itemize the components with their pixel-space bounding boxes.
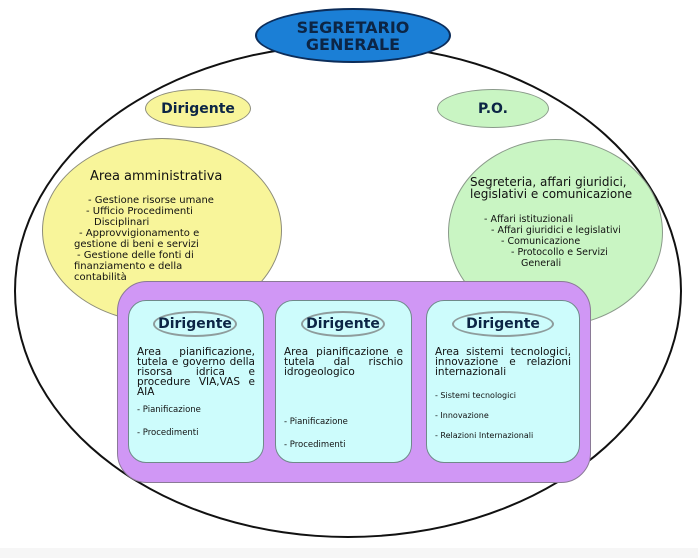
- area-item: - Comunicazione: [501, 236, 581, 247]
- po-node: P.O.: [437, 89, 549, 128]
- area-card-sistemi-tecnologici: Dirigente Area sistemi tecnologici, inno…: [426, 300, 580, 463]
- area-segreteria-content: Segreteria, affari giuridici, legislativ…: [470, 176, 660, 269]
- card-item: - Pianificazione: [284, 417, 348, 427]
- area-item: - Protocollo e Servizi: [511, 247, 608, 258]
- card-dirigente-label: Dirigente: [466, 316, 540, 332]
- area-item: - Affari istituzionali: [484, 214, 574, 225]
- area-segreteria-title: Segreteria, affari giuridici, legislativ…: [470, 176, 660, 200]
- card-item: - Procedimenti: [284, 440, 346, 450]
- card-item: - Sistemi tecnologici: [435, 391, 516, 400]
- area-item: finanziamento e della: [74, 261, 183, 272]
- po-label: P.O.: [478, 100, 508, 117]
- area-item: - Gestione delle fonti di: [77, 250, 194, 261]
- area-item: - Ufficio Procedimenti: [86, 206, 193, 217]
- area-card-idrica: Dirigente Area pianificazione, tutela e …: [128, 300, 264, 463]
- area-item: Generali: [521, 258, 562, 269]
- segretario-generale-node: SEGRETARIO GENERALE: [255, 8, 451, 63]
- area-item: gestione di beni e servizi: [74, 239, 199, 250]
- area-segreteria-title-line2: legislativi e comunicazione: [470, 187, 633, 201]
- card-items: - Pianificazione - Procedimenti: [137, 405, 259, 451]
- card-dirigente-label: Dirigente: [306, 316, 380, 332]
- area-item: - Affari giuridici e legislativi: [491, 225, 621, 236]
- card-dirigente-oval: Dirigente: [452, 311, 554, 337]
- area-segreteria-title-line1: Segreteria, affari giuridici,: [470, 175, 627, 189]
- card-title: Area sistemi tecnologici, innovazione e …: [435, 346, 571, 378]
- dirigente-amministrativa-node: Dirigente: [145, 89, 251, 128]
- area-item: Disciplinari: [94, 217, 150, 228]
- card-items: - Pianificazione - Procedimenti: [284, 417, 407, 463]
- area-item: contabilità: [74, 272, 127, 283]
- area-card-idrogeologico: Dirigente Area pianificazione e tutela d…: [275, 300, 412, 463]
- area-item: - Gestione risorse umane: [88, 195, 214, 206]
- area-amministrativa-title: Area amministrativa: [90, 169, 223, 184]
- card-title: Area pianificazione e tutela dal rischio…: [284, 346, 403, 378]
- card-item: - Procedimenti: [137, 428, 199, 438]
- card-items: - Sistemi tecnologici - Innovazione - Re…: [435, 391, 575, 451]
- card-item: - Innovazione: [435, 411, 489, 420]
- bottom-strip: [0, 548, 698, 558]
- card-dirigente-oval: Dirigente: [301, 311, 385, 337]
- segretario-generale-line2: GENERALE: [305, 34, 401, 54]
- card-item: - Pianificazione: [137, 405, 201, 415]
- card-title: Area pianificazione, tutela e governo de…: [137, 346, 255, 398]
- card-dirigente-oval: Dirigente: [153, 311, 237, 337]
- dirigente-label: Dirigente: [161, 100, 235, 117]
- segretario-generale-line1: SEGRETARIO: [296, 17, 410, 37]
- area-item: - Approvvigionamento e: [79, 228, 200, 239]
- card-dirigente-label: Dirigente: [158, 316, 232, 332]
- card-item: - Relazioni Internazionali: [435, 431, 534, 440]
- area-amministrativa-content: Area amministrativa - Gestione risorse u…: [74, 169, 280, 283]
